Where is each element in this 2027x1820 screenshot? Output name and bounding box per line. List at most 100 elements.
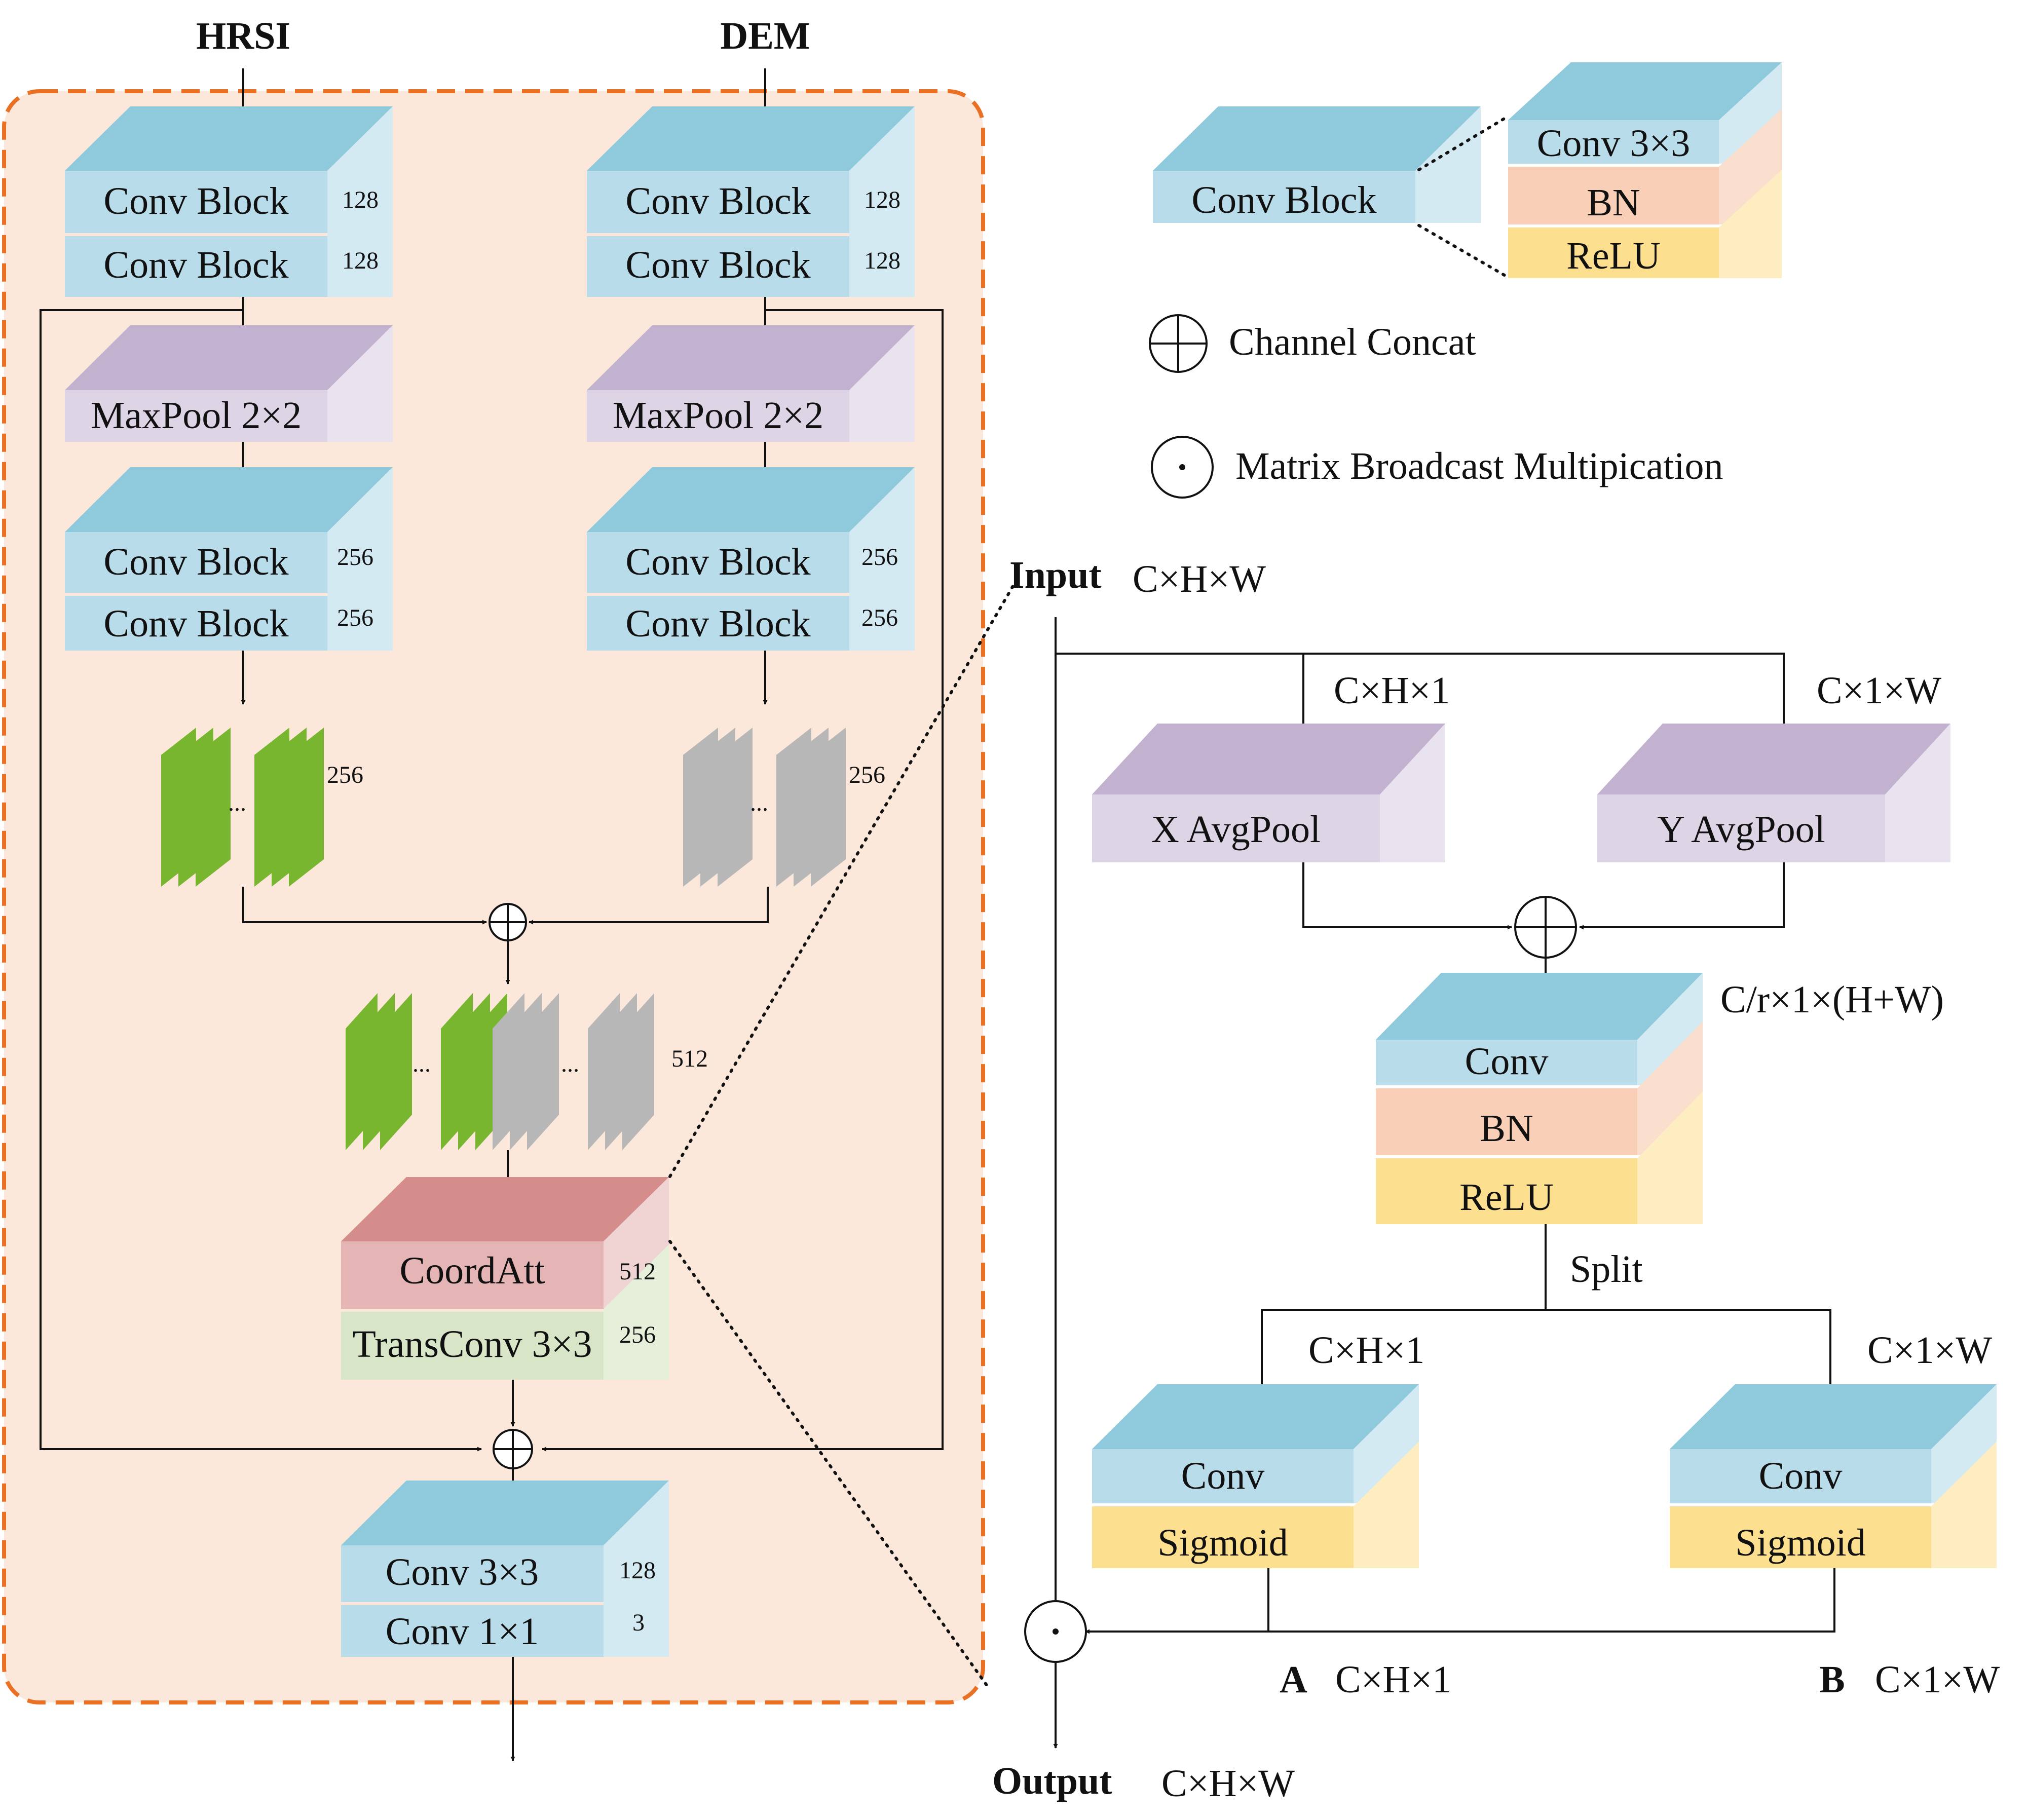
ellipsis: ... <box>228 789 246 816</box>
arrow <box>1056 653 1786 758</box>
y-avgpool-block: Y AvgPool <box>1597 724 1950 862</box>
layer-label: BN <box>1480 1107 1533 1150</box>
dem-input-label: DEM <box>720 15 810 57</box>
hrsi-conv-block-1: Conv Block Conv Block 128 128 <box>65 106 393 297</box>
multiply-symbol <box>1024 1600 1087 1663</box>
layer-label: Conv 1×1 <box>386 1610 539 1653</box>
ellipsis: ... <box>750 789 768 816</box>
legend-conv-bn-relu-stack: Conv 3×3 BN ReLU <box>1508 62 1782 278</box>
channel-count: 128 <box>619 1557 656 1584</box>
legend-multiply-label: Matrix Broadcast Multipication <box>1235 445 1723 487</box>
branch-a-conv-sigmoid: Conv Sigmoid <box>1092 1384 1419 1568</box>
zoom-line <box>668 1240 990 1689</box>
a-branch-dim: C×H×1 <box>1308 1329 1424 1372</box>
layer-label: Conv Block <box>103 541 288 583</box>
legend-multiply-icon <box>1151 436 1214 499</box>
legend-connector <box>1417 116 1508 171</box>
coordatt-transconv-block: CoordAtt TransConv 3×3 512 256 <box>341 1177 669 1380</box>
legend-relu-label: ReLU <box>1566 235 1661 277</box>
legend-concat-icon <box>1149 314 1208 373</box>
dem-feature-maps: ... 256 <box>683 728 885 887</box>
concat-symbol-decoder <box>493 1429 533 1469</box>
b-label: B <box>1819 1658 1845 1701</box>
channel-count: 3 <box>632 1609 645 1636</box>
coordatt-output-dim: C×H×W <box>1161 1762 1295 1805</box>
layer-label: Conv Block <box>625 180 810 222</box>
layer-label: Sigmoid <box>1157 1522 1288 1564</box>
layer-label: Conv Block <box>625 244 810 286</box>
layer-label: MaxPool 2×2 <box>613 394 824 437</box>
dem-conv-block-1: Conv Block Conv Block 128 128 <box>587 106 915 297</box>
dem-conv-block-2: Conv Block Conv Block 256 256 <box>587 467 915 651</box>
channel-count: 256 <box>861 604 898 631</box>
channel-count: 128 <box>864 247 900 274</box>
branch-b-conv-sigmoid: Conv Sigmoid <box>1670 1384 1997 1568</box>
channel-count: 512 <box>671 1045 708 1072</box>
concat-symbol-coordatt <box>1514 896 1577 959</box>
coordatt-label: CoordAtt <box>399 1249 545 1292</box>
hrsi-conv-block-2: Conv Block Conv Block 256 256 <box>65 467 393 651</box>
hrsi-input-label: HRSI <box>196 15 290 57</box>
a-dim: C×H×1 <box>1335 1658 1451 1701</box>
x-branch-dim: C×H×1 <box>1334 669 1450 712</box>
coordatt-input-dim: C×H×W <box>1133 558 1266 600</box>
legend-conv-block-label: Conv Block <box>1191 179 1376 221</box>
b-branch-dim: C×1×W <box>1867 1329 1992 1372</box>
channel-count: 128 <box>864 186 900 213</box>
layer-label: Conv Block <box>103 244 288 286</box>
skip-connection-left <box>40 309 482 1452</box>
channel-count: 256 <box>337 604 373 631</box>
layer-label: Conv Block <box>103 180 288 222</box>
channel-count: 256 <box>327 762 363 788</box>
hrsi-maxpool: MaxPool 2×2 <box>65 325 393 442</box>
transconv-label: TransConv 3×3 <box>353 1323 592 1366</box>
skip-connection-right <box>542 309 944 1452</box>
mid-dim: C/r×1×(H+W) <box>1720 978 1944 1021</box>
legend-conv-block: Conv Block <box>1153 106 1481 223</box>
legend-connector <box>1417 224 1508 278</box>
dem-maxpool: MaxPool 2×2 <box>587 325 915 442</box>
channel-count: 256 <box>337 544 373 571</box>
fused-feature-maps: ... ... 512 <box>346 993 708 1150</box>
ellipsis: ... <box>561 1050 579 1077</box>
channel-count: 128 <box>342 247 379 274</box>
layer-label: MaxPool 2×2 <box>91 394 302 437</box>
y-branch-dim: C×1×W <box>1817 669 1941 712</box>
layer-label: ReLU <box>1459 1176 1554 1219</box>
channel-count: 256 <box>619 1321 656 1348</box>
arrow <box>529 887 769 925</box>
hrsi-feature-maps: ... 256 <box>161 728 363 887</box>
b-dim: C×1×W <box>1875 1658 2000 1701</box>
arrow <box>1302 862 1512 930</box>
channel-count: 256 <box>861 544 898 571</box>
layer-label: Conv Block <box>625 602 810 645</box>
channel-count: 512 <box>619 1258 656 1285</box>
branch-b-output <box>1085 1568 1835 1634</box>
layer-label: Conv Block <box>103 602 288 645</box>
conv-bn-relu-block: Conv BN ReLU <box>1376 973 1703 1224</box>
layer-label: Conv Block <box>625 541 810 583</box>
channel-count: 128 <box>342 186 379 213</box>
layer-label: Conv <box>1465 1040 1549 1083</box>
legend-concat-label: Channel Concat <box>1229 321 1476 363</box>
a-label: A <box>1280 1658 1307 1701</box>
layer-label: Conv <box>1759 1455 1843 1497</box>
arrow <box>1579 862 1785 930</box>
x-avgpool-block: X AvgPool <box>1092 724 1445 862</box>
ellipsis: ... <box>412 1050 431 1077</box>
layer-label: Conv 3×3 <box>386 1551 539 1594</box>
output-conv-block: Conv 3×3 Conv 1×1 128 3 <box>341 1481 669 1657</box>
coordatt-input-label: Input <box>1009 554 1102 596</box>
layer-label: Y AvgPool <box>1657 808 1825 851</box>
coordatt-output-label: Output <box>992 1760 1112 1802</box>
legend-bn-label: BN <box>1587 181 1640 224</box>
legend-conv3-label: Conv 3×3 <box>1537 122 1691 165</box>
branch-a-output <box>1085 1568 1269 1633</box>
split-branches <box>1261 1309 1831 1410</box>
layer-label: Conv <box>1181 1455 1265 1497</box>
layer-label: Sigmoid <box>1735 1522 1866 1564</box>
split-label: Split <box>1570 1248 1643 1291</box>
channel-count: 256 <box>849 762 885 788</box>
layer-label: X AvgPool <box>1151 808 1321 851</box>
